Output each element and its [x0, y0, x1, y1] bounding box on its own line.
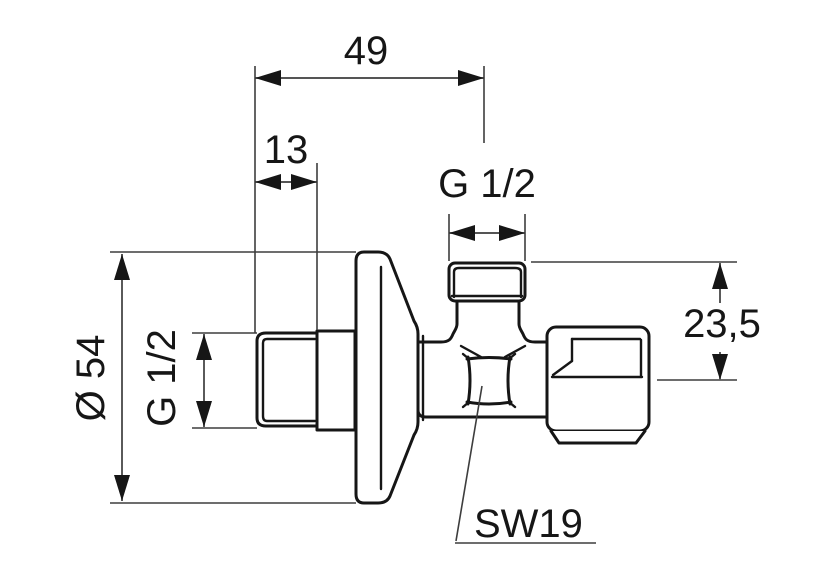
- spindle-shoulder-left: [459, 344, 483, 359]
- spindle-corner-tick-tr: [507, 352, 517, 361]
- dimension-rosette-diameter: Ø 54: [69, 251, 356, 504]
- top-cap-inner-line: [452, 266, 523, 299]
- part-inlet-thread: [255, 331, 319, 428]
- inlet-hex-outline: [315, 329, 357, 432]
- outlet-nut-skirt: [549, 429, 647, 445]
- arrowhead-up: [712, 263, 728, 289]
- part-outlet-nut: [545, 325, 651, 445]
- dimension-inlet-thread: G 1/2: [140, 329, 257, 429]
- label-spindle-callout: SW19: [455, 385, 596, 546]
- spindle-shoulder-right: [503, 344, 527, 359]
- dimension-label-49: 49: [344, 29, 389, 73]
- dimension-label-13: 13: [264, 128, 309, 172]
- arrowhead-up: [196, 334, 212, 360]
- arrowhead-left: [255, 174, 281, 190]
- dimension-label-dia54: Ø 54: [69, 335, 113, 422]
- dimension-thread-length: 13: [255, 128, 318, 330]
- spindle-right-edge: [506, 355, 512, 406]
- label-sw19: SW19: [474, 502, 583, 546]
- arrowhead-up: [114, 254, 130, 280]
- spindle-top-edge: [465, 356, 513, 361]
- arrowhead-right: [291, 174, 317, 190]
- dimension-outlet-offset: 23,5: [531, 261, 761, 381]
- part-rosette-bell: [354, 250, 425, 505]
- arrowhead-left: [255, 70, 281, 86]
- part-top-port-cap: [447, 261, 527, 303]
- spindle-corner-tick-tl: [461, 352, 471, 361]
- top-cap-outline: [447, 261, 527, 303]
- dimension-label-g12-top: G 1/2: [438, 162, 536, 206]
- spindle-bottom-edge: [465, 400, 513, 406]
- dimension-label-g12-left: G 1/2: [140, 329, 184, 427]
- rosette-outline: [354, 250, 420, 505]
- arrowhead-right: [458, 70, 484, 86]
- dimension-top-thread: G 1/2: [438, 162, 536, 261]
- spindle-left-edge: [466, 355, 472, 406]
- outlet-nut-outline: [545, 325, 651, 433]
- spindle-corner-tick-bl: [461, 400, 471, 409]
- part-spindle: [461, 352, 517, 409]
- arrowhead-down: [196, 401, 212, 427]
- spindle-corner-tick-br: [507, 400, 517, 409]
- outlet-nut-chamfer: [551, 359, 574, 377]
- inlet-thread-inner-line: [261, 337, 317, 423]
- inlet-thread-outline: [255, 331, 319, 428]
- arrowhead-down: [114, 475, 130, 501]
- arrowhead-down: [712, 354, 728, 380]
- dimension-total-width: 49: [254, 29, 485, 333]
- leader-line: [455, 385, 483, 542]
- part-inlet-hex: [315, 329, 357, 432]
- arrowhead-left: [449, 225, 475, 241]
- dimension-label-235: 23,5: [683, 302, 761, 346]
- arrowhead-right: [499, 225, 525, 241]
